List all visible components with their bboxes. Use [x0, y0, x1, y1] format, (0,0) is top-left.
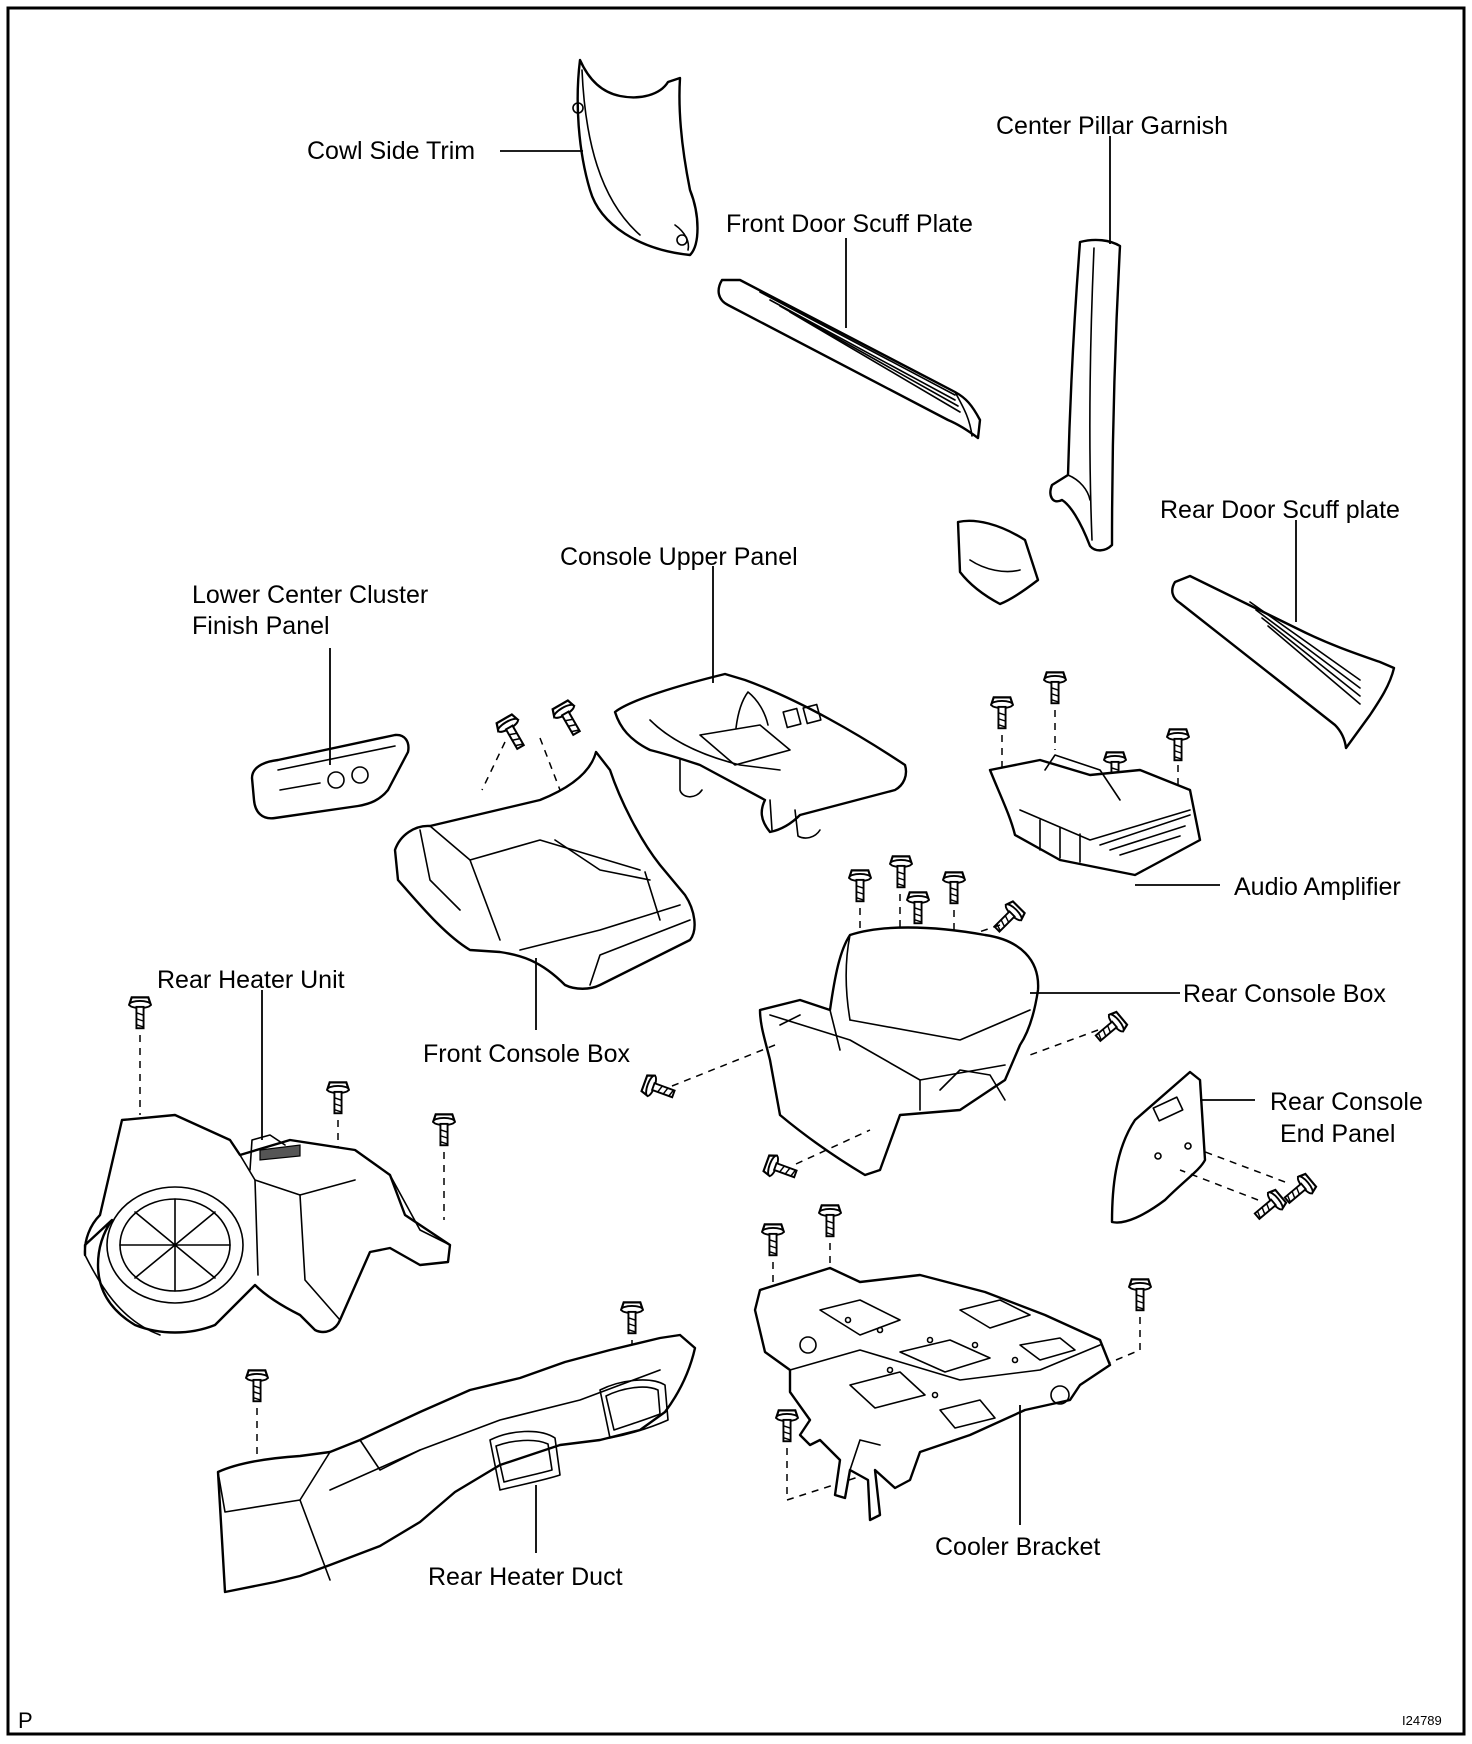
- label-rear-heater-duct: Rear Heater Duct: [428, 1563, 623, 1591]
- label-lower-center-cluster-line1: Lower Center Cluster: [192, 581, 428, 609]
- bolt-heater-unit-2: [326, 1081, 350, 1115]
- label-rear-console-end-panel-line1: Rear Console: [1270, 1088, 1423, 1116]
- rear-heater-duct-part: [216, 1333, 697, 1594]
- label-lower-center-cluster-line2: Finish Panel: [192, 612, 330, 640]
- bolt-front-console-2: [549, 698, 588, 740]
- audio-amplifier-part: [988, 754, 1202, 877]
- label-front-door-scuff-plate: Front Door Scuff Plate: [726, 210, 973, 238]
- center-pillar-garnish-part: [1049, 238, 1122, 552]
- cooler-bracket-part: [753, 1266, 1112, 1522]
- label-front-console-box: Front Console Box: [423, 1040, 631, 1068]
- bolt-amp-2: [1043, 671, 1067, 705]
- bolt-rcb-4: [906, 891, 930, 925]
- bolt-front-console-1: [493, 712, 532, 754]
- figure-frame: [6, 6, 1466, 1736]
- bolt-duct-1: [245, 1369, 269, 1403]
- label-center-pillar-garnish: Center Pillar Garnish: [996, 112, 1228, 140]
- bolt-end-panel-2: [1249, 1187, 1289, 1226]
- bolt-cooler-4: [775, 1409, 799, 1443]
- bolt-cooler-1: [761, 1223, 785, 1257]
- label-rear-heater-unit: Rear Heater Unit: [157, 966, 345, 994]
- bolt-rcb-2: [889, 855, 913, 889]
- bolt-rcb-1: [848, 869, 872, 903]
- bolt-cooler-2: [818, 1204, 842, 1238]
- rear-heater-unit-part: [83, 1113, 452, 1336]
- lower-center-cluster-finish-panel-part: [250, 733, 410, 820]
- bolt-cooler-3: [1128, 1278, 1152, 1312]
- figure-id: I24789: [1402, 1713, 1442, 1728]
- bolt-rcb-side-bottom: [761, 1152, 801, 1185]
- rear-door-scuff-plate-part: [1171, 574, 1396, 750]
- label-audio-amplifier: Audio Amplifier: [1234, 873, 1401, 901]
- bolt-rcb-5: [988, 898, 1028, 938]
- corner-mark-p: P: [18, 1708, 33, 1733]
- label-rear-console-end-panel-line2: End Panel: [1280, 1120, 1395, 1148]
- front-console-box-part: [393, 750, 696, 990]
- bolt-duct-2: [620, 1301, 644, 1335]
- bolt-rcb-3: [942, 871, 966, 905]
- bolt-heater-unit-1: [128, 996, 152, 1030]
- label-rear-console-box: Rear Console Box: [1183, 980, 1386, 1008]
- rear-console-box-part: [758, 926, 1040, 1177]
- bolt-rcb-side-left: [639, 1072, 679, 1105]
- bolt-rcb-side-right: [1090, 1009, 1130, 1048]
- label-cooler-bracket: Cooler Bracket: [935, 1533, 1100, 1561]
- cowl-side-trim-part: [572, 58, 699, 257]
- bolt-heater-unit-3: [432, 1113, 456, 1147]
- rear-console-end-panel-part: [1110, 1070, 1207, 1224]
- label-cowl-side-trim: Cowl Side Trim: [307, 137, 475, 165]
- console-upper-panel-part: [613, 672, 908, 839]
- label-rear-door-scuff-plate: Rear Door Scuff plate: [1160, 496, 1400, 524]
- bolt-amp-1: [990, 696, 1014, 730]
- front-door-scuff-plate-part: [717, 278, 982, 440]
- bolt-amp-4: [1166, 728, 1190, 762]
- pillar-lower-bracket-part: [956, 519, 1040, 606]
- label-console-upper-panel: Console Upper Panel: [560, 543, 798, 571]
